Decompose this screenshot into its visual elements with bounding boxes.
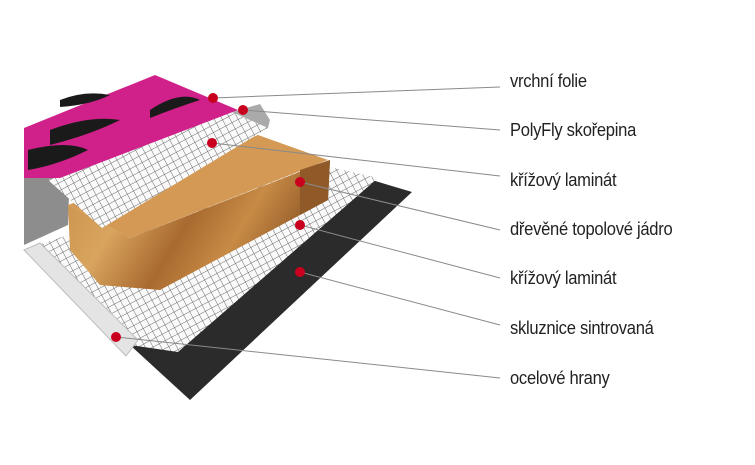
base-layer <box>130 180 412 400</box>
marker-dot <box>208 93 218 103</box>
steel-edge-layer <box>23 242 139 357</box>
markers <box>111 93 305 342</box>
core-layer <box>24 135 330 290</box>
label-topsheet: vrchní folie <box>510 71 587 91</box>
marker-dot <box>295 177 305 187</box>
label-wood-core: dřevěné topolové jádro <box>510 219 673 239</box>
marker-dot <box>111 332 121 342</box>
label-polyfly-shell: PolyFly skořepina <box>510 120 637 140</box>
label-lower-laminate: křížový laminát <box>510 268 617 288</box>
marker-dot <box>238 105 248 115</box>
marker-dot <box>207 138 217 148</box>
label-upper-laminate: křížový laminát <box>510 170 617 190</box>
label-steel-edges: ocelové hrany <box>510 368 610 388</box>
marker-dot <box>295 220 305 230</box>
leader-lines <box>115 86 501 379</box>
topsheet-layer <box>24 75 238 178</box>
label-base: skluznice sintrovaná <box>510 318 654 338</box>
marker-dot <box>295 267 305 277</box>
